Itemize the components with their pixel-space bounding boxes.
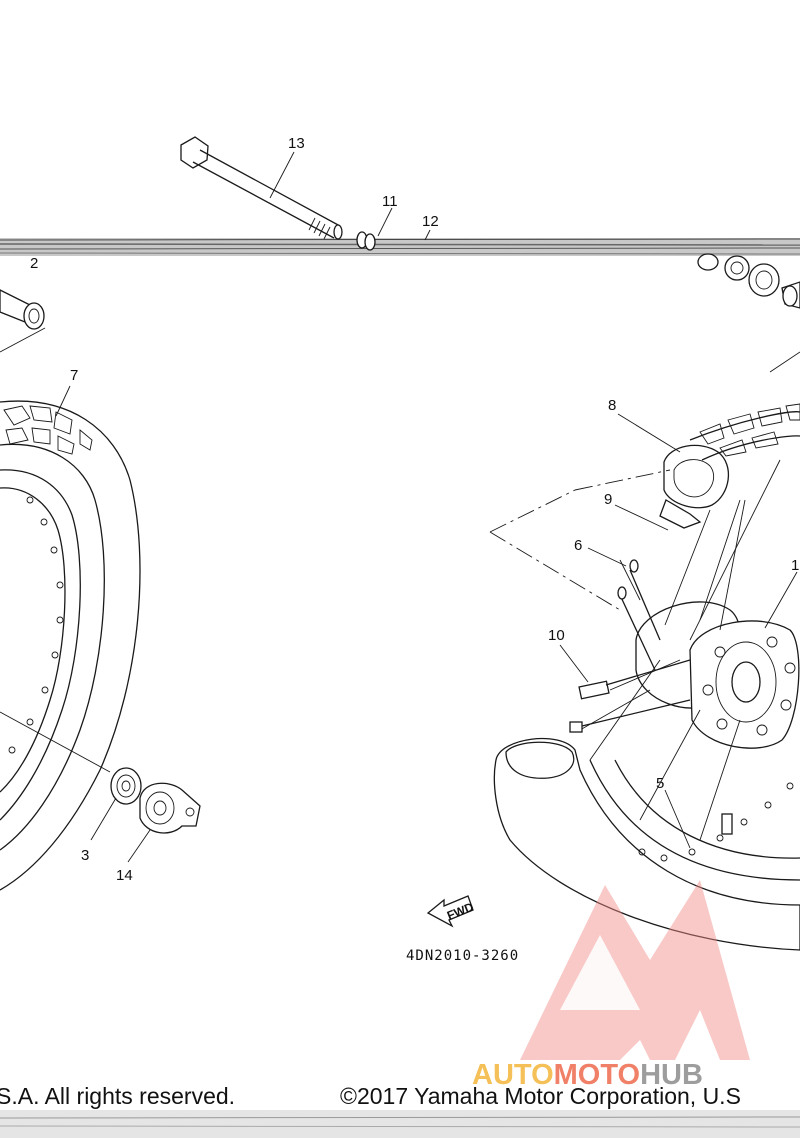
fwd-arrow-icon: FWD [426,895,476,928]
callout-8: 8 [608,397,616,414]
callout-2: 2 [30,255,38,272]
spoke-part-10 [569,659,691,733]
callout-11: 11 [382,193,398,210]
callout-12: 12 [422,213,439,230]
leader-lines [55,151,798,863]
hub-part-1 [579,459,800,841]
meter-gear-part-14 [139,782,201,834]
copyright-right: ©2017 Yamaha Motor Corporation, U.S [340,1083,741,1109]
tire-left-part-7 [0,400,141,891]
callout-3: 3 [81,847,89,864]
watermark-emblem: AUTOMOTOHUB [472,880,750,1091]
callout-labels: 13 11 12 2 7 8 9 6 10 1 5 3 14 [30,135,799,884]
diagram-code: 4DN2010-3260 [406,948,519,964]
callout-9: 9 [604,491,612,508]
copyright-left: S.A. All rights reserved. [0,1083,235,1109]
callout-10: 10 [548,627,565,644]
bearing-part-3 [110,767,142,805]
callout-1: 1 [791,557,799,574]
axle-part-13 [180,136,343,240]
callout-5: 5 [656,775,664,792]
callout-6: 6 [574,537,582,554]
callout-14: 14 [116,867,133,884]
callout-13: 13 [288,135,305,152]
watermark-auto: AUTOMOTOHUB [472,1059,703,1091]
callout-7: 7 [70,367,78,384]
tire-right [493,403,800,951]
collar-part-11 [356,231,376,251]
tube-part-8 [659,444,730,529]
spoke-nipple-part-6 [617,559,661,671]
scan-band [0,238,800,1138]
bearings-right [697,253,800,373]
spacer-part-2 [0,289,46,353]
